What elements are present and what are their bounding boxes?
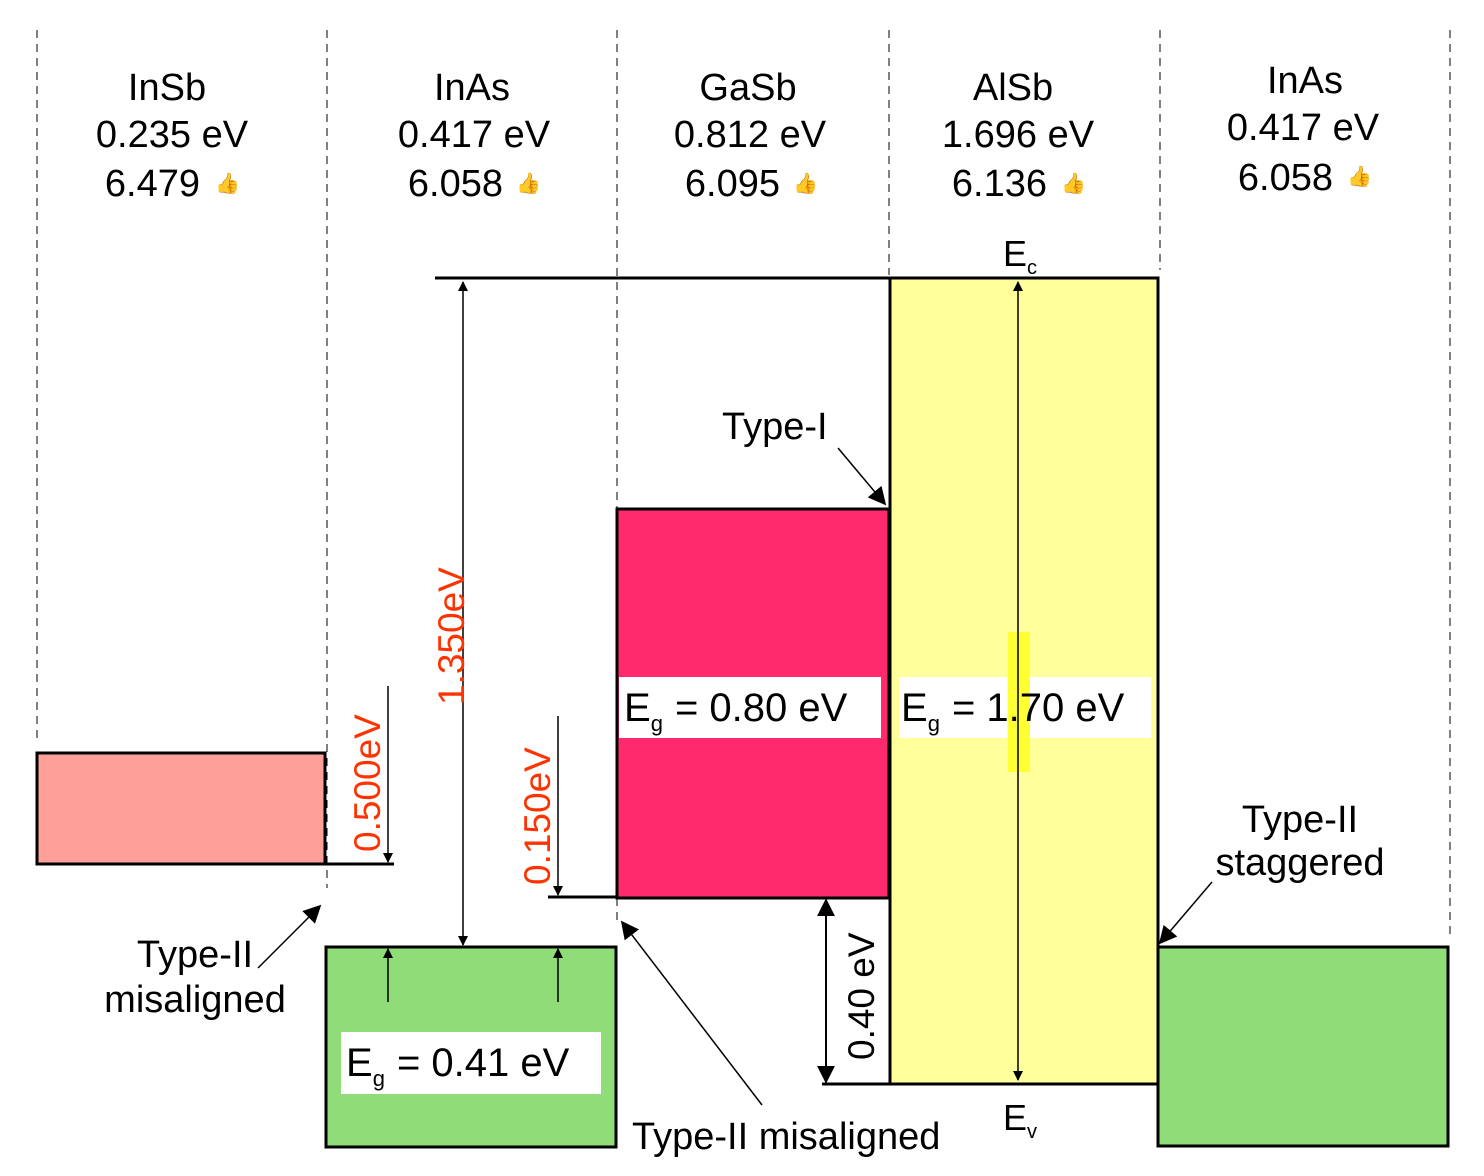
material-gap: 0.417 eV bbox=[1227, 107, 1380, 149]
material-gap: 1.696 eV bbox=[942, 114, 1095, 156]
type-ii-left-pointer bbox=[257, 904, 322, 969]
material-lattice: 6.479 bbox=[105, 163, 200, 205]
reference-lines bbox=[325, 276, 890, 1086]
inas-gap-label: Eg= 0.41 eV bbox=[346, 1041, 570, 1091]
thumbs-up-icons: 👍 👍 👍 👍 👍 bbox=[215, 164, 1372, 195]
left-offset-label: 0.500eV bbox=[347, 714, 388, 852]
material-name: AlSb bbox=[973, 67, 1053, 109]
type-ii-bottom-pointer bbox=[620, 920, 763, 1106]
offset-labels: 1.350eV 0.500eV 0.150eV 0.40 eV bbox=[347, 567, 882, 1060]
thumbs-up-icon: 👍 bbox=[516, 171, 541, 195]
valence-offset-label: 0.40 eV bbox=[841, 932, 882, 1060]
gasb-gap-label: Eg= 0.80 eV bbox=[624, 686, 848, 736]
material-lattice: 6.058 bbox=[408, 163, 503, 205]
type-i-label: Type-I bbox=[722, 406, 828, 448]
offset-arrows bbox=[383, 281, 1023, 1084]
type-pointer-arrows bbox=[257, 447, 1213, 1106]
insb-band bbox=[35, 751, 327, 866]
thumbs-up-icon: 👍 bbox=[215, 171, 240, 195]
alsb-gap-label: Eg= 1.70 eV bbox=[901, 686, 1125, 736]
material-gap: 0.235 eV bbox=[96, 114, 249, 156]
type-ii-staggered-label-line2: staggered bbox=[1215, 842, 1384, 884]
material-gap: 0.417 eV bbox=[398, 114, 551, 156]
total-offset-label: 1.350eV bbox=[431, 567, 472, 705]
type-ii-bottom-label: Type-II misaligned bbox=[632, 1116, 940, 1158]
material-name: InSb bbox=[128, 67, 206, 109]
thumbs-up-icon: 👍 bbox=[1061, 171, 1086, 195]
type-ii-left-label-line2: misaligned bbox=[104, 979, 286, 1021]
material-name: InAs bbox=[1267, 60, 1343, 102]
material-lattice: 6.058 bbox=[1238, 157, 1333, 199]
column-headers: InSb 0.235 eV 6.479 InAs 0.417 eV 6.058 … bbox=[96, 60, 1380, 205]
material-lattice: 6.136 bbox=[952, 163, 1047, 205]
material-gap: 0.812 eV bbox=[674, 114, 827, 156]
material-name: InAs bbox=[434, 67, 510, 109]
mid-offset-label: 0.150eV bbox=[517, 747, 558, 885]
type-i-pointer bbox=[837, 447, 887, 506]
type-labels: Type-I Type-II misaligned Type-II misali… bbox=[104, 406, 1384, 1158]
gasb-gap-label-box bbox=[619, 677, 881, 738]
alsb-gap-label-box-right bbox=[1030, 677, 1151, 738]
thumbs-up-icon: 👍 bbox=[793, 171, 818, 195]
type-ii-left-label-line1: Type-II bbox=[137, 934, 253, 976]
conduction-band-label: Ec bbox=[1003, 233, 1037, 279]
alsb-gap-label-box-left bbox=[899, 677, 1007, 738]
material-lattice: 6.095 bbox=[685, 163, 780, 205]
type-ii-staggered-label-line1: Type-II bbox=[1242, 799, 1358, 841]
thumbs-up-icon: 👍 bbox=[1347, 164, 1372, 188]
inas-gap-label-box bbox=[341, 1032, 601, 1094]
valence-band-label: Ev bbox=[1003, 1097, 1037, 1143]
material-name: GaSb bbox=[699, 67, 796, 109]
type-ii-staggered-pointer bbox=[1158, 881, 1213, 945]
inas-band-right bbox=[1156, 945, 1450, 1148]
